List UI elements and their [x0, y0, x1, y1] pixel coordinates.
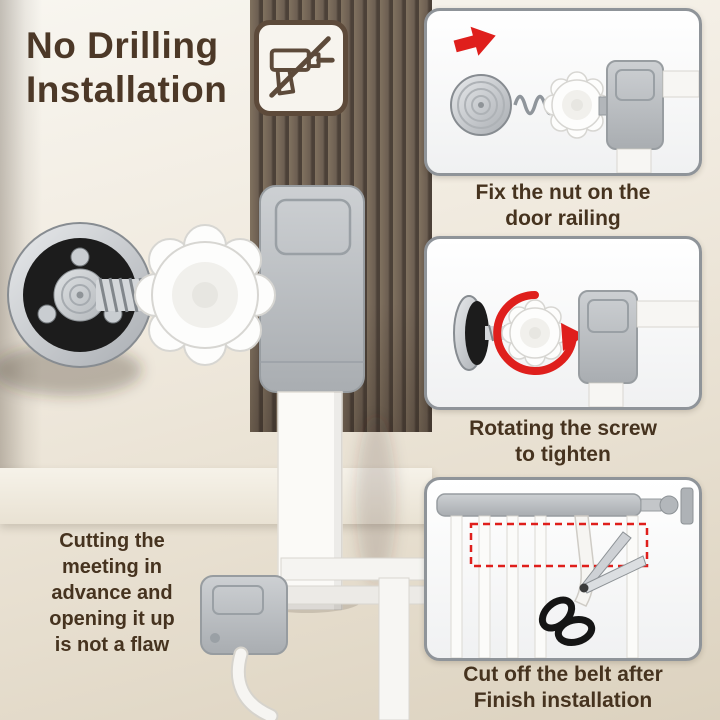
gate-bars — [450, 515, 639, 658]
gate-rails — [280, 557, 430, 720]
gate-bar — [378, 577, 410, 720]
scissors-icon — [538, 531, 647, 647]
step1-illustration — [450, 26, 699, 173]
red-arrow-icon — [453, 26, 496, 56]
hanging-belt — [230, 646, 279, 720]
step2-illustration — [453, 290, 699, 407]
wall-mount-disc — [7, 222, 153, 368]
step-caption-1: Fix the nut on the door railing — [420, 180, 706, 233]
step3-illustration — [436, 487, 694, 658]
note-line: advance and — [51, 582, 173, 604]
step-caption-3: Cut off the belt after Finish installati… — [420, 662, 706, 715]
note-line: is not a flaw — [54, 634, 170, 656]
main-installation-illustration — [0, 185, 396, 610]
title-line: Installation — [26, 69, 228, 111]
drill-crossed-out-icon — [269, 36, 335, 98]
gate-top-bar — [436, 487, 694, 525]
title-line: No Drilling — [26, 25, 219, 66]
gate-post-small — [588, 382, 624, 407]
red-rotation-arrow-icon — [493, 291, 585, 375]
step-panel-1 — [424, 8, 702, 176]
disc-side — [453, 295, 489, 371]
note-line: Cutting the — [59, 530, 165, 552]
note-text: Cutting the meeting in advance and openi… — [18, 528, 206, 658]
gate-parts-illustration — [200, 557, 430, 720]
gate-rail — [636, 300, 699, 328]
latch-bracket — [200, 575, 288, 655]
caption-line: to tighten — [515, 443, 611, 467]
tension-knob — [659, 495, 679, 515]
caption-line: Fix the nut on the — [475, 181, 651, 204]
disc-hole — [70, 247, 90, 267]
note-line: opening it up — [49, 608, 175, 630]
caption-line: door railing — [505, 207, 621, 231]
bracket-small — [598, 60, 664, 150]
tightening-knob — [134, 224, 276, 366]
disc-small — [450, 74, 512, 136]
caption-line: Cut off the belt after — [463, 663, 663, 686]
caption-line: Rotating the screw — [469, 417, 657, 440]
belt-highlight-box — [469, 522, 649, 568]
page-title: No Drilling Installation — [26, 24, 227, 113]
bracket-small — [578, 290, 638, 384]
no-slash — [269, 36, 331, 98]
post-shadow — [356, 415, 396, 585]
knob-small — [501, 299, 569, 367]
step-panel-2 — [424, 236, 702, 410]
gate-post-small — [616, 148, 652, 173]
belt-strap — [573, 515, 595, 607]
wall-plate — [680, 487, 694, 525]
step-panel-3 — [424, 477, 702, 661]
note-line: meeting in — [61, 556, 162, 578]
no-drilling-icon — [254, 20, 348, 116]
step-caption-2: Rotating the screw to tighten — [420, 416, 706, 469]
caption-line: Finish installation — [473, 689, 653, 713]
gate-rail — [662, 70, 699, 98]
disc-hole — [37, 304, 57, 324]
